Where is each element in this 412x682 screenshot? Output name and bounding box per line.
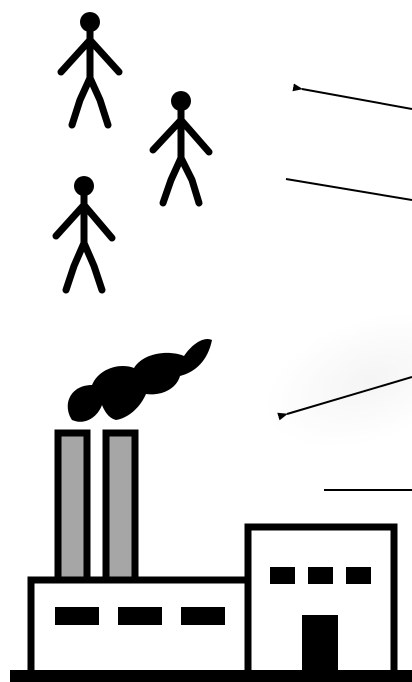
person-2 (153, 91, 209, 203)
background-glow (246, 286, 412, 474)
line-middle-upper (286, 179, 412, 200)
factory-door (302, 615, 338, 678)
right-windows (270, 567, 371, 584)
person-3 (56, 176, 112, 290)
chimney-right (106, 433, 135, 583)
factory-left-building (31, 580, 251, 678)
chimney-left (58, 433, 87, 583)
left-windows (55, 607, 225, 625)
arrow-toward-people-top (302, 89, 412, 109)
person-1 (61, 12, 119, 125)
ground-line (10, 670, 412, 682)
smoke-cloud (68, 339, 212, 422)
